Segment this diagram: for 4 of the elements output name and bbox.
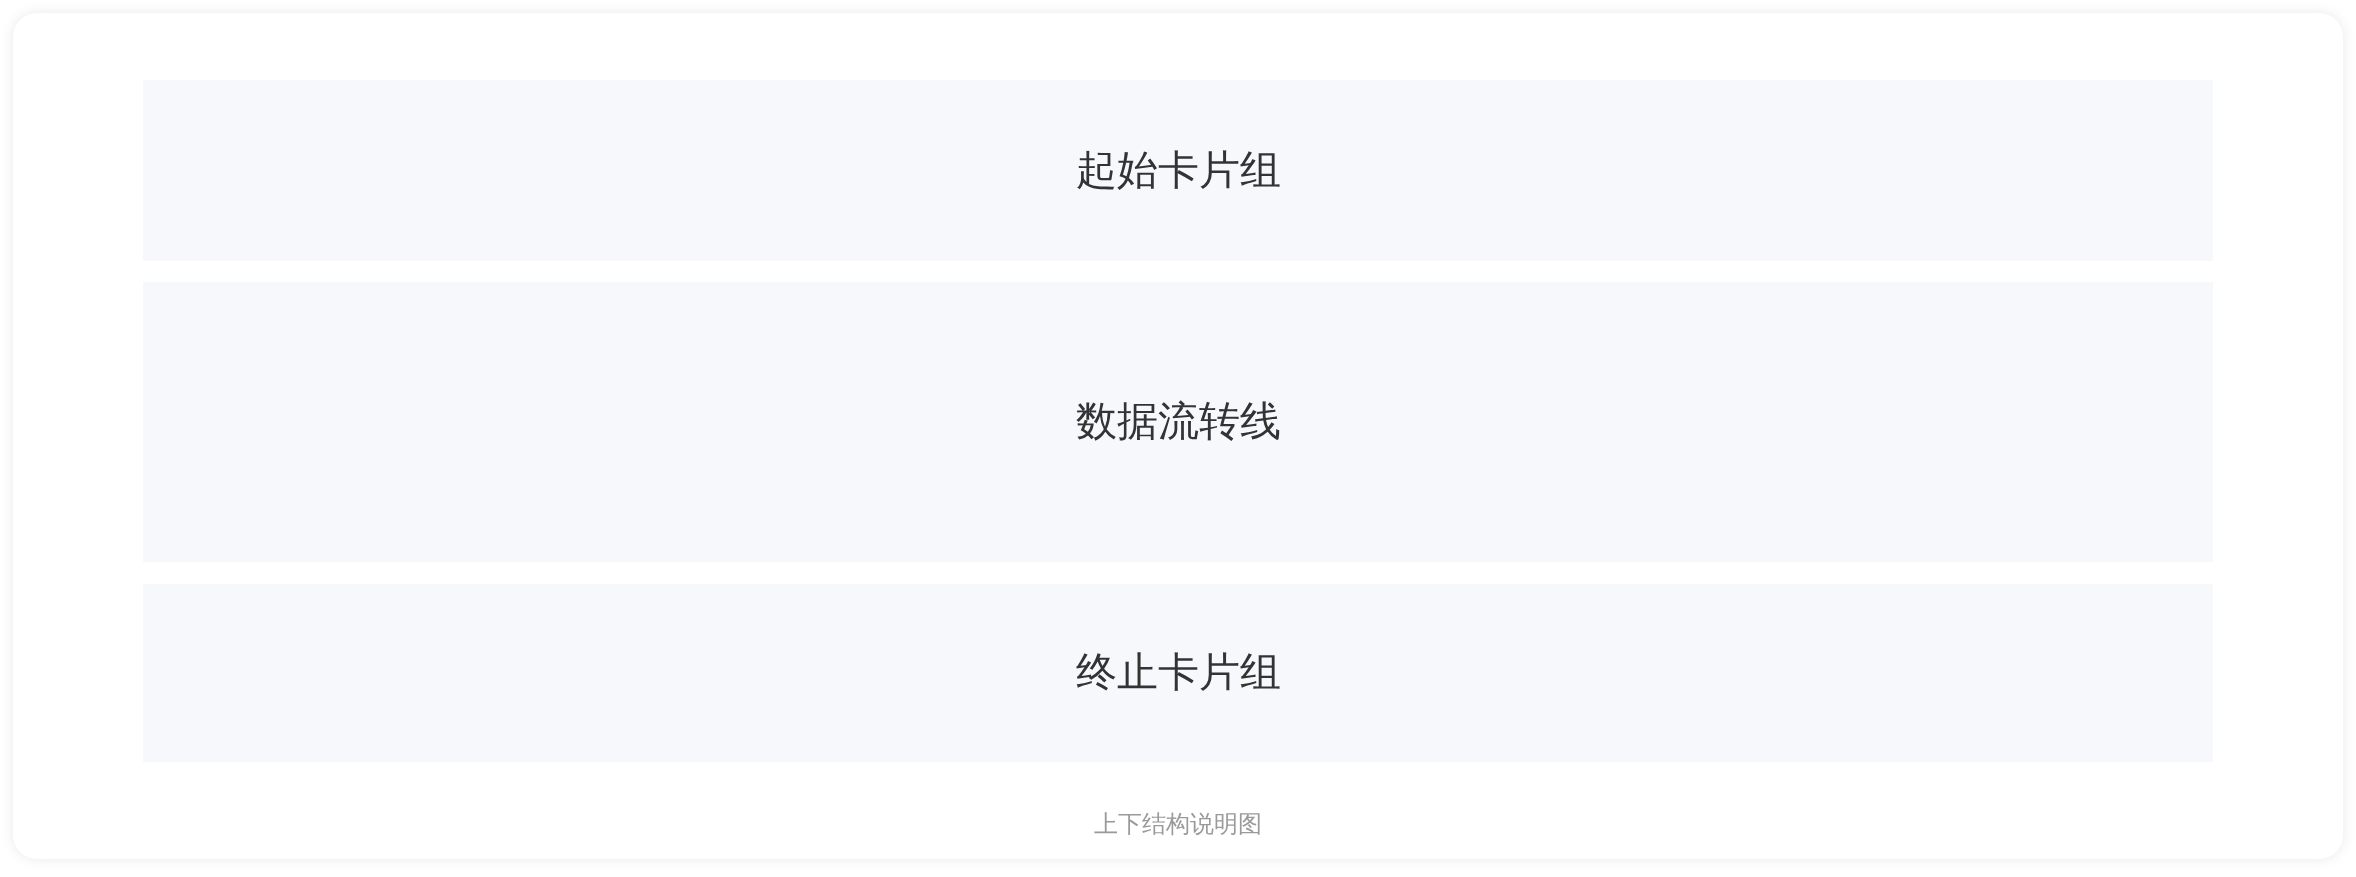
section-label: 起始卡片组: [1075, 145, 1281, 195]
section-label: 终止卡片组: [1075, 648, 1281, 698]
section-label: 数据流转线: [1075, 397, 1281, 447]
caption: 上下结构说明图: [1094, 810, 1262, 839]
